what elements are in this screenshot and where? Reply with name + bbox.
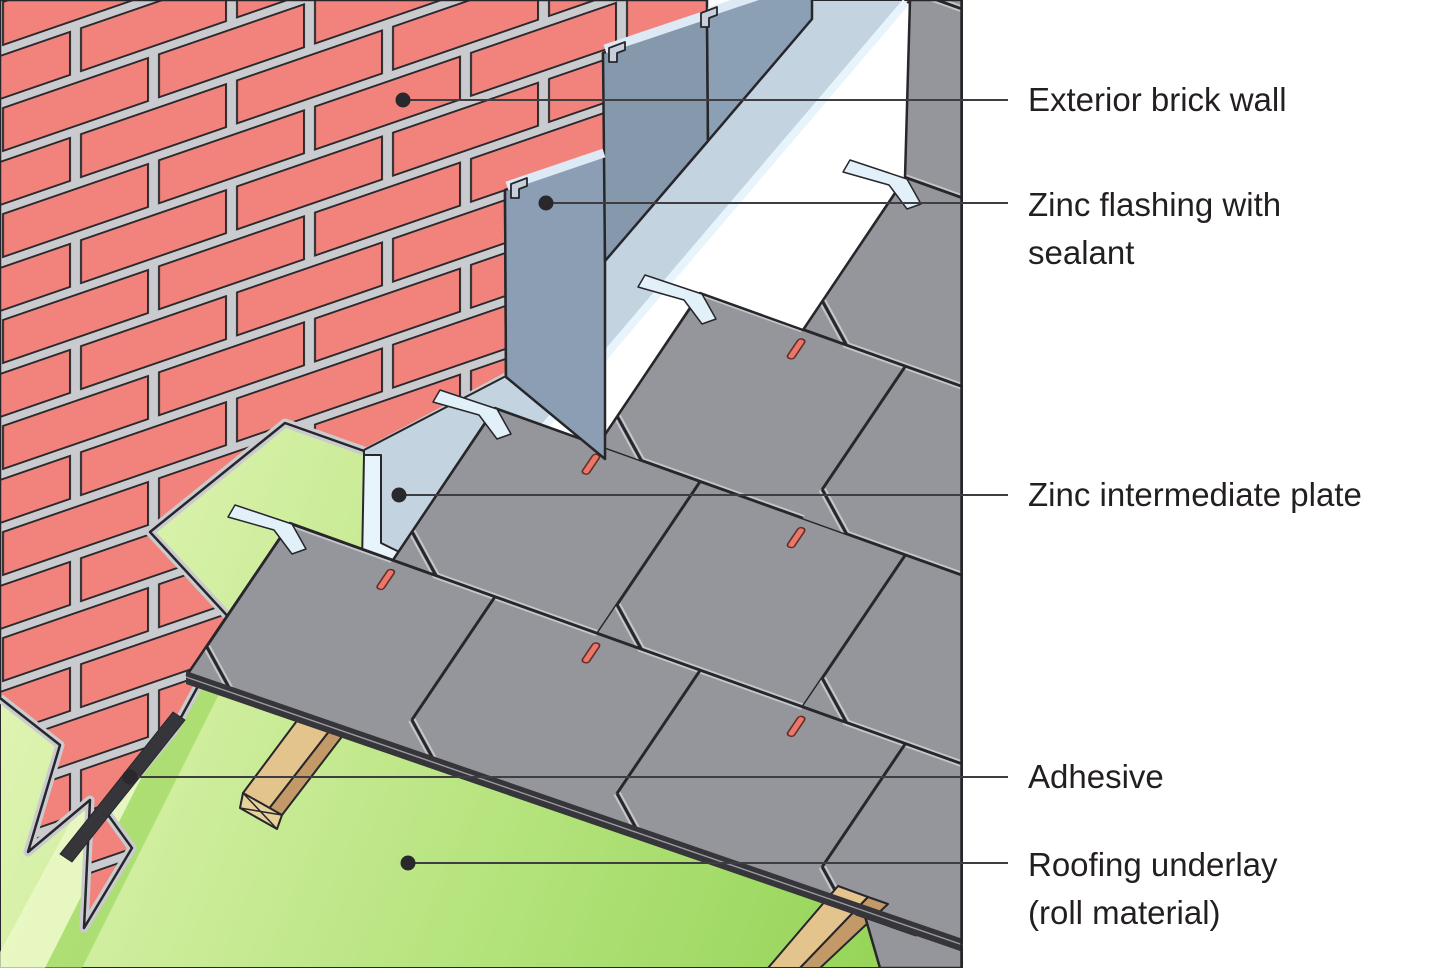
plate-flange-notches: [227, 159, 922, 555]
leader-dot-exterior-brick-wall: [395, 92, 411, 108]
leader-dot-roofing-underlay: [400, 855, 416, 871]
label-text: Zinc flashing with: [1028, 186, 1282, 223]
label-text: Exterior brick wall: [1028, 81, 1287, 118]
brick-wall: [0, 0, 707, 928]
label-zinc-intermediate-plate: Zinc intermediate plate: [1028, 471, 1362, 519]
label-text: sealant: [1028, 234, 1135, 271]
label-text: (roll material): [1028, 894, 1221, 931]
label-roofing-underlay: Roofing underlay (roll material): [1028, 841, 1278, 937]
slate-tile-roof: [185, 0, 963, 945]
leader-lines: [130, 99, 1008, 864]
flashing-clips: [510, 6, 718, 199]
leader-dot-adhesive: [122, 769, 138, 785]
label-text: Roofing underlay: [1028, 846, 1278, 883]
sealant-bead: [707, 0, 760, 17]
adhesive-bead-wall: [59, 711, 186, 863]
adhesive-strip-highlight: [185, 676, 963, 946]
label-text: Zinc intermediate plate: [1028, 476, 1362, 513]
batten-end-cross: [239, 792, 283, 830]
leader-dots: [122, 92, 554, 871]
label-adhesive: Adhesive: [1028, 753, 1164, 801]
label-text: Adhesive: [1028, 758, 1164, 795]
label-exterior-brick-wall: Exterior brick wall: [1028, 76, 1287, 124]
zinc-flashing: [503, 0, 814, 461]
label-zinc-flashing-with-sealant: Zinc flashing with sealant: [1028, 181, 1281, 277]
leader-dot-zinc-flashing: [538, 195, 554, 211]
leader-dot-zinc-intermediate-plate: [391, 487, 407, 503]
